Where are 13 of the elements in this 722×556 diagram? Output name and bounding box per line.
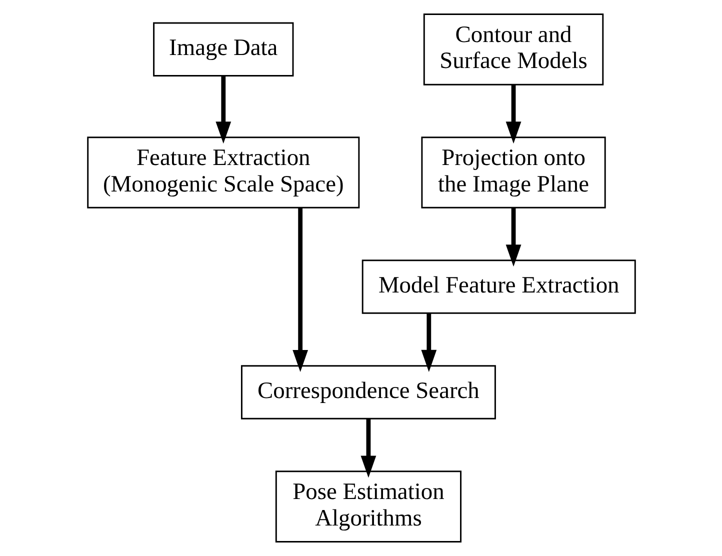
arrow [292,208,308,372]
arrow [505,85,521,144]
arrow [215,76,231,144]
node-box: Correspondence Search [240,365,496,420]
node-box: Feature Extraction (Monogenic Scale Space) [86,136,360,208]
node-box: Image Data [152,22,294,77]
arrow [360,418,376,478]
node-box: Pose Estimation Algorithms [274,470,461,542]
arrow [420,313,436,372]
node-box: Model Feature Extraction [361,260,636,314]
arrow [505,208,521,267]
node-box: Contour and Surface Models [422,14,604,86]
node-box: Projection onto the Image Plane [420,136,606,208]
